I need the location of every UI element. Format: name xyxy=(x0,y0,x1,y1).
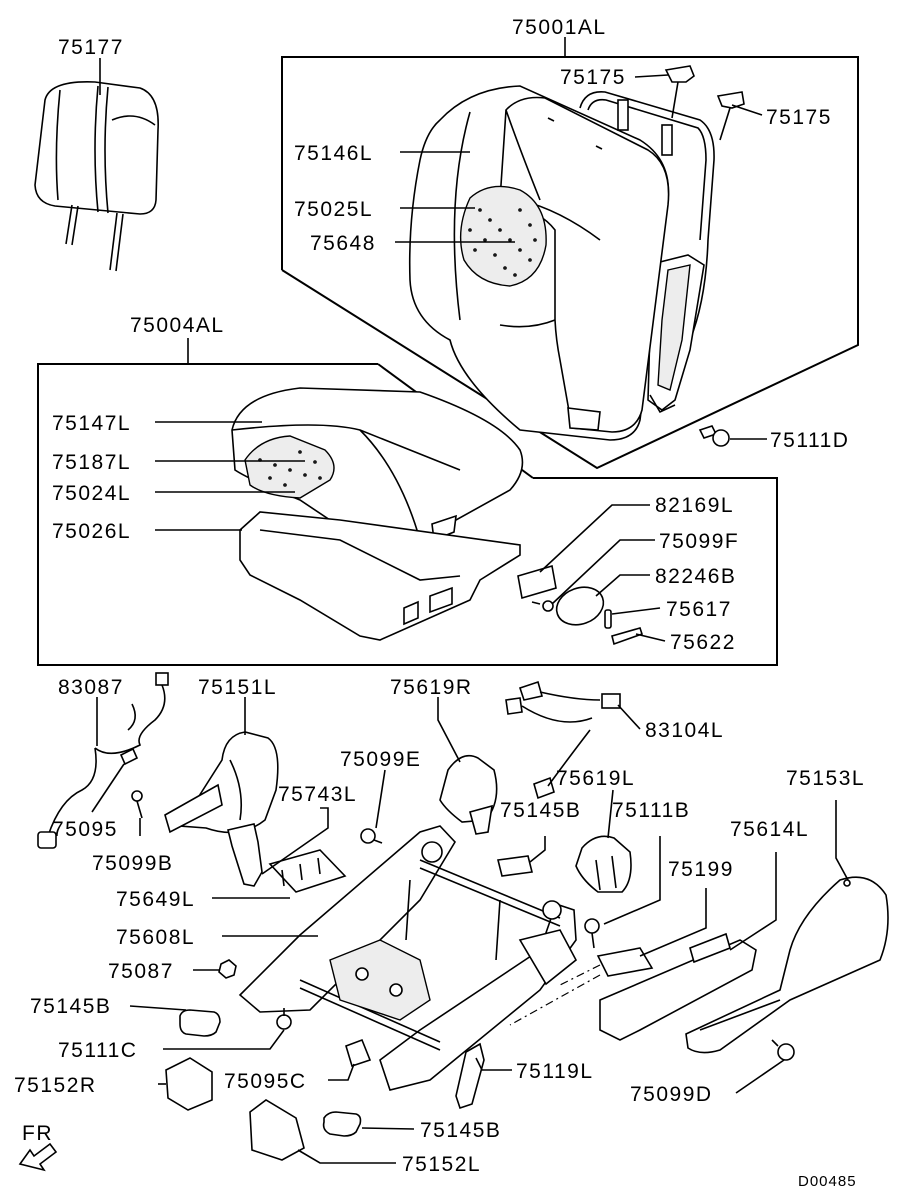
label-75004al: 75004AL xyxy=(130,314,225,337)
wire-harness-83104l[interactable] xyxy=(505,680,621,800)
label-75619r: 75619R xyxy=(390,676,473,699)
label-75199: 75199 xyxy=(668,858,734,881)
foot-cover-75152r[interactable] xyxy=(165,1057,213,1111)
label-75111b: 75111B xyxy=(612,799,690,822)
label-75099e: 75099E xyxy=(340,748,421,771)
recliner-cover-75619r[interactable] xyxy=(439,754,498,835)
clip-75095c[interactable] xyxy=(345,1038,372,1068)
bolt-75111d[interactable] xyxy=(698,425,730,447)
side-shield-75153l[interactable] xyxy=(685,876,889,1054)
screw-75099f[interactable] xyxy=(531,600,554,612)
label-75145b-top: 75145B xyxy=(500,799,581,822)
wire-harness-83087[interactable] xyxy=(37,672,169,849)
label-82246b: 82246B xyxy=(655,565,736,588)
bolt-75111b[interactable] xyxy=(584,918,600,949)
label-75111c: 75111C xyxy=(58,1039,137,1062)
front-direction-arrow-icon xyxy=(18,1142,58,1172)
label-82169l: 82169L xyxy=(655,494,734,517)
direction-label: FR xyxy=(22,1122,53,1145)
headrest-guide[interactable] xyxy=(664,65,745,141)
label-75119l: 75119L xyxy=(516,1060,594,1083)
bolt-75099e[interactable] xyxy=(360,828,383,844)
spacer-75145b-bottom[interactable] xyxy=(322,1111,362,1137)
spacer-75199[interactable] xyxy=(596,947,654,977)
label-75145b-bottom: 75145B xyxy=(420,1119,501,1142)
spacer-75145b-top[interactable] xyxy=(497,855,533,877)
seat-cushion-pan[interactable] xyxy=(239,511,521,641)
label-75175-right: 75175 xyxy=(766,106,832,129)
bolt-75111c[interactable] xyxy=(276,1008,292,1030)
label-75087: 75087 xyxy=(108,960,174,983)
seat-cushion-pad-heater[interactable] xyxy=(244,435,335,499)
label-75648: 75648 xyxy=(310,232,376,255)
label-75608l: 75608L xyxy=(116,926,195,949)
spacer-75145b-left[interactable] xyxy=(179,1009,221,1037)
clip-75095[interactable] xyxy=(119,747,139,766)
bracket-75743l[interactable] xyxy=(227,823,347,893)
label-75175-top: 75175 xyxy=(560,66,626,89)
seat-adjuster-frame[interactable] xyxy=(238,825,601,1091)
label-75152r: 75152R xyxy=(14,1074,97,1097)
label-83087: 83087 xyxy=(58,676,124,699)
label-75187l: 75187L xyxy=(52,451,131,474)
label-75145b-left: 75145B xyxy=(30,995,111,1018)
label-75153l: 75153L xyxy=(786,767,865,790)
headrest[interactable] xyxy=(34,81,159,272)
label-75146l: 75146L xyxy=(294,142,373,165)
screw-75099b[interactable] xyxy=(131,790,143,819)
nut-75087[interactable] xyxy=(218,959,237,979)
label-75743l: 75743L xyxy=(278,783,357,806)
bolt-75099d[interactable] xyxy=(771,1039,795,1061)
seatback-assembly-box xyxy=(281,56,859,470)
label-75617: 75617 xyxy=(666,598,732,621)
recliner-cover-75151l[interactable] xyxy=(164,731,279,834)
label-83104l: 83104L xyxy=(645,719,724,742)
pin-75617[interactable] xyxy=(604,609,612,629)
lever-75622[interactable] xyxy=(611,627,644,646)
label-75024l: 75024L xyxy=(52,482,131,505)
label-75099b: 75099B xyxy=(92,852,173,875)
seatback-frame[interactable] xyxy=(579,91,715,414)
label-75099d: 75099D xyxy=(630,1083,713,1106)
knob-82246b[interactable] xyxy=(551,581,608,631)
label-75147l: 75147L xyxy=(52,412,131,435)
label-75151l: 75151L xyxy=(198,676,277,699)
seat-switch-82169l[interactable] xyxy=(517,564,557,600)
label-75649l: 75649L xyxy=(116,888,195,911)
seatback-pad-heater[interactable] xyxy=(459,185,547,287)
recliner-cover-75619l[interactable] xyxy=(575,835,632,893)
label-75095: 75095 xyxy=(52,818,118,841)
leader-lines xyxy=(91,37,849,1164)
label-75099f: 75099F xyxy=(659,530,739,553)
label-75619l: 75619L xyxy=(556,767,635,790)
part-labels: 75001AL 75177 75175 75175 75146L 75025L … xyxy=(14,16,865,1187)
label-75026l: 75026L xyxy=(52,520,131,543)
label-75001al: 75001AL xyxy=(512,16,607,39)
diagram-id: D00485 xyxy=(798,1173,857,1187)
label-75095c: 75095C xyxy=(224,1070,307,1093)
foot-cover-75152l[interactable] xyxy=(249,1099,305,1161)
label-75614l: 75614L xyxy=(730,818,809,841)
label-75152l: 75152L xyxy=(402,1153,481,1176)
label-75111d: 75111D xyxy=(770,429,849,452)
label-75622: 75622 xyxy=(670,631,736,654)
label-75177: 75177 xyxy=(58,36,124,59)
label-75025l: 75025L xyxy=(294,198,373,221)
